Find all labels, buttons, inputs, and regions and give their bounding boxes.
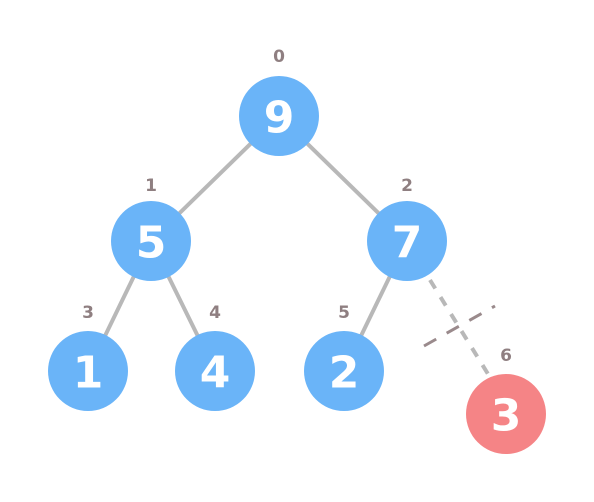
heap-node: 4 4	[175, 303, 255, 411]
heap-node: 1 3	[48, 303, 128, 411]
node-index-label: 4	[209, 303, 221, 323]
node-value: 2	[329, 348, 360, 399]
heap-node-removed: 3 6	[466, 346, 546, 454]
node-circle	[239, 76, 319, 156]
node-index-label: 3	[82, 303, 94, 323]
heap-node: 9 0	[239, 47, 319, 156]
node-index-label: 6	[500, 346, 512, 366]
node-index-label: 1	[145, 176, 157, 196]
node-value: 4	[200, 348, 231, 399]
node-index-label: 2	[401, 176, 413, 196]
node-value: 5	[136, 218, 167, 269]
heap-node: 5 1	[111, 176, 191, 281]
node-circle	[304, 331, 384, 411]
node-value: 9	[264, 93, 295, 144]
node-circle-removed	[466, 374, 546, 454]
node-value: 1	[73, 348, 104, 399]
node-index-label: 0	[273, 47, 285, 67]
node-circle	[175, 331, 255, 411]
heap-node: 2 5	[304, 303, 384, 411]
node-value: 3	[491, 391, 522, 442]
node-value: 7	[392, 218, 423, 269]
heap-node: 7 2	[367, 176, 447, 281]
tree-nodes: 9 0 5 1 7 2 1 3 4 4 2 5	[48, 47, 546, 454]
node-circle	[111, 201, 191, 281]
node-circle	[48, 331, 128, 411]
cut-mark	[423, 304, 496, 348]
node-circle	[367, 201, 447, 281]
node-index-label: 5	[338, 303, 350, 323]
